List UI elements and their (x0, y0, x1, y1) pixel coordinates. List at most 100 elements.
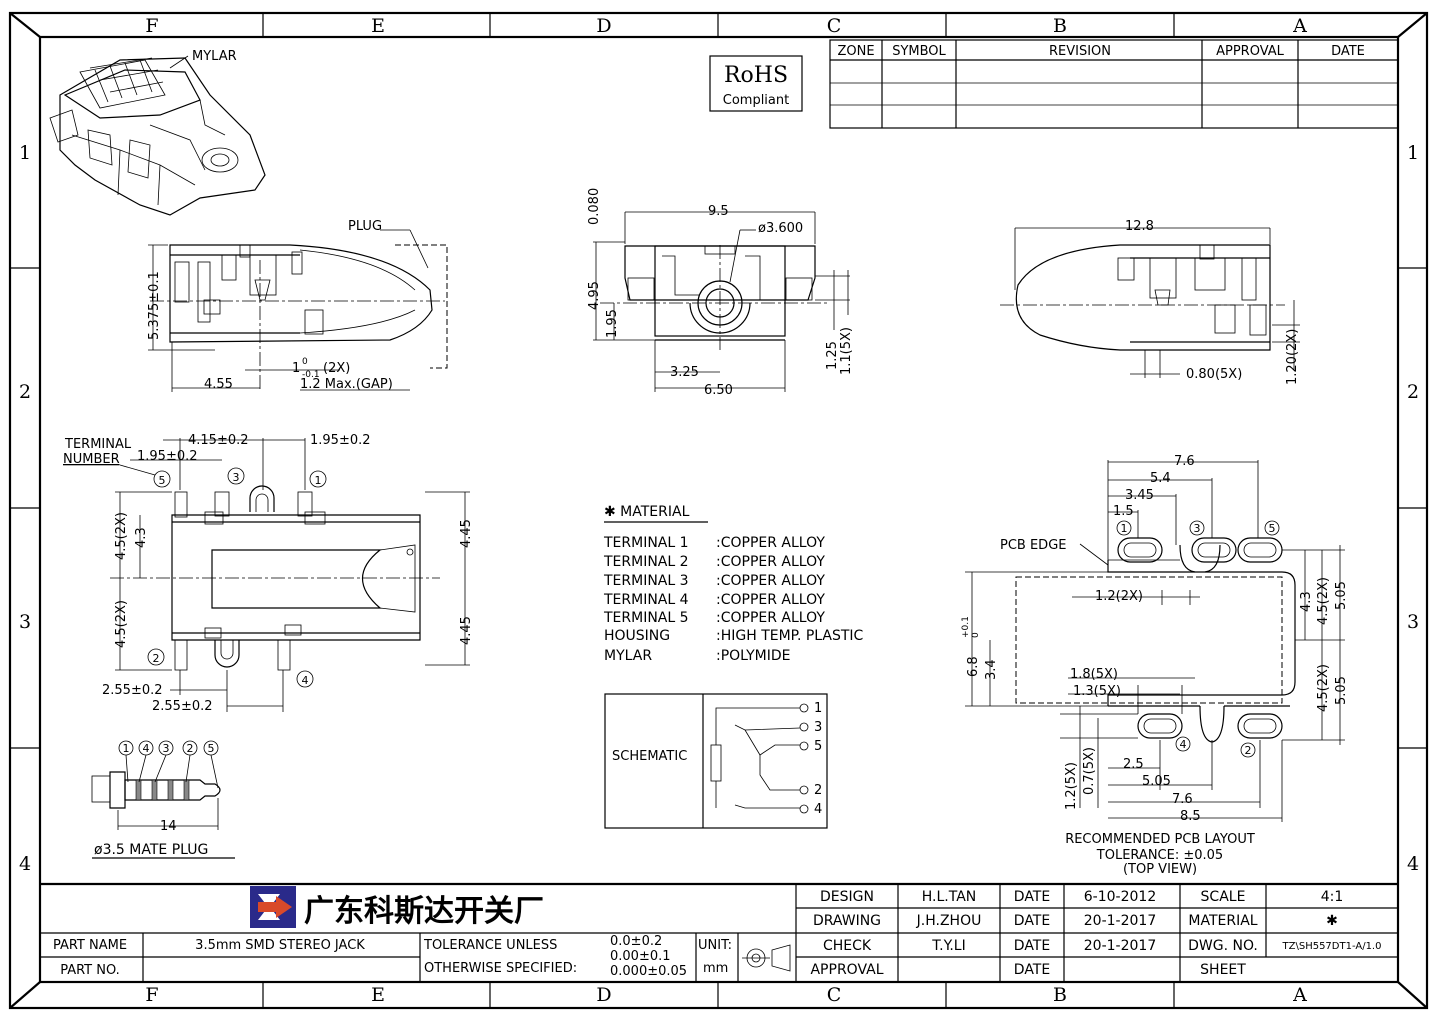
top-dim-i: 2.55±0.2 (102, 683, 163, 698)
tol-label-1: TOLERANCE UNLESS (423, 938, 557, 953)
material-label: MATERIAL (1188, 913, 1257, 929)
pcb-d-34: 3.4 (984, 659, 999, 680)
right-view: 12.8 0.80(5X) 1.20(2X) (1000, 219, 1300, 385)
plug-label: PLUG (348, 219, 382, 234)
schematic: SCHEMATIC 1 3 5 2 4 (604, 693, 828, 829)
rohs-compliant: Compliant (723, 93, 789, 108)
material-row-5-name: TERMINAL 5 (603, 610, 689, 626)
schem-pin-5: 5 (814, 739, 822, 754)
plug-pin-4: 4 (143, 742, 150, 755)
design-label: DESIGN (820, 889, 874, 905)
pcb-layout: 1 3 5 4 2 PCB EDGE 7.6 5.4 3.45 1.5 1.2(… (961, 454, 1349, 877)
pcb-pin-2: 2 (1245, 744, 1252, 757)
isometric-view: MYLAR (49, 49, 266, 216)
pcb-d-85: 8.5 (1180, 809, 1201, 824)
top-dim-e: 4.3 (134, 527, 149, 548)
pcb-d-505c: 5.05 (1142, 774, 1171, 789)
rev-header-symbol: SYMBOL (892, 44, 946, 59)
side-dim-tol-lower: -0.1 (302, 370, 320, 380)
zone-top-b: B (1053, 15, 1067, 37)
pcb-pin-3: 3 (1194, 522, 1201, 535)
date-label-3: DATE (1014, 938, 1050, 954)
pcb-d-45b: 4.5(2X) (1316, 664, 1331, 712)
top-view: 5 3 1 2 4 TERMINAL NUMBER 4.15±0.2 1.95±… (63, 433, 474, 714)
material-row-2-value: :COPPER ALLOY (716, 554, 825, 570)
sheet-frame (8, 11, 1429, 1010)
zone-bottom-b: B (1053, 984, 1067, 1006)
top-pin-2: 2 (153, 652, 160, 665)
material-row-4-value: :COPPER ALLOY (716, 592, 825, 608)
pcb-d-12-5x: 1.2(5X) (1064, 762, 1079, 810)
pcb-d-505a: 5.05 (1334, 581, 1349, 610)
pcb-d-76: 7.6 (1174, 454, 1195, 469)
zone-bottom-a: A (1292, 984, 1307, 1006)
zone-right-2: 2 (1407, 381, 1419, 403)
front-dim-hole: ø3.600 (758, 221, 803, 236)
pcb-d-07: 0.7(5X) (1082, 747, 1097, 795)
pcb-pin-4: 4 (1180, 738, 1187, 751)
pcb-d-13: 1.3(5X) (1073, 684, 1121, 699)
front-dim-r2: 1.1(5X) (839, 327, 854, 375)
material-row-7-value: :POLYMIDE (716, 648, 791, 664)
zone-bottom-f: F (145, 984, 158, 1006)
scale-label: SCALE (1201, 889, 1246, 905)
pcb-d-68-tol-upper: +0.1 (961, 616, 971, 638)
zone-left-4: 4 (19, 853, 31, 875)
front-view: 9.5 ø3.600 0.080 4.95 1.95 6.50 3.25 1.2… (587, 188, 854, 398)
side-dim-tol-suffix: (2X) (323, 361, 350, 376)
pcb-caption-1: RECOMMENDED PCB LAYOUT (1065, 832, 1255, 847)
pcb-caption-2: TOLERANCE: ±0.05 (1096, 848, 1223, 863)
date-value-1: 6-10-2012 (1084, 889, 1156, 905)
front-dim-base: 6.50 (704, 383, 733, 398)
date-label-2: DATE (1014, 913, 1050, 929)
side-dim-tol-main: 1 (292, 361, 300, 376)
material-row-5-value: :COPPER ALLOY (716, 610, 825, 626)
schem-pin-4: 4 (814, 802, 822, 817)
pcb-d-15: 1.5 (1113, 504, 1134, 519)
zone-top-f: F (145, 15, 158, 37)
zone-bottom-c: C (827, 984, 842, 1006)
top-dim-a: 4.15±0.2 (188, 433, 249, 448)
rev-header-zone: ZONE (837, 44, 874, 59)
terminal-label-1: TERMINAL (64, 437, 132, 452)
pcb-d-76b: 7.6 (1172, 792, 1193, 807)
schem-pin-3: 3 (814, 720, 822, 735)
part-name-label: PART NAME (53, 938, 127, 953)
unit-label: UNIT: (698, 938, 732, 953)
front-dim-r1: 1.25 (825, 341, 840, 370)
zone-top-d: D (596, 15, 611, 37)
top-dim-b: 1.95±0.2 (137, 449, 198, 464)
tol-3: 0.000±0.05 (610, 964, 687, 979)
pcb-d-45a: 4.5(2X) (1316, 577, 1331, 625)
side-dim-tol-upper: 0 (302, 357, 308, 367)
material-row-6-name: HOUSING (604, 628, 670, 644)
company-logo (250, 886, 296, 928)
zone-bottom-e: E (371, 984, 385, 1006)
front-dim-top: 0.080 (587, 188, 602, 225)
top-pin-3: 3 (233, 471, 240, 484)
pcb-caption-3: (TOP VIEW) (1123, 862, 1197, 877)
material-list: ✱ MATERIAL TERMINAL 1 :COPPER ALLOY TERM… (603, 504, 864, 664)
dwg-label: DWG. NO. (1188, 938, 1258, 954)
company-name: 广东科斯达开关厂 (304, 894, 544, 929)
plug-pin-2: 2 (187, 742, 194, 755)
material-row-6-value: :HIGH TEMP. PLASTIC (716, 628, 864, 644)
top-dim-c: 1.95±0.2 (310, 433, 371, 448)
plug-pin-1: 1 (123, 742, 130, 755)
top-pin-1: 1 (315, 474, 322, 487)
projection-icon (742, 944, 791, 972)
pcb-edge-label: PCB EDGE (1000, 538, 1066, 553)
scale-value: 4:1 (1321, 889, 1344, 905)
right-dim-length: 12.8 (1125, 219, 1154, 234)
front-dim-width: 9.5 (708, 204, 729, 219)
material-row-7-name: MYLAR (604, 648, 652, 664)
date-value-2: 20-1-2017 (1084, 913, 1156, 929)
right-dim-pin: 0.80(5X) (1186, 367, 1242, 382)
pcb-d-25: 2.5 (1123, 757, 1144, 772)
tol-1: 0.0±0.2 (610, 934, 662, 949)
rohs-text: RoHS (724, 63, 788, 88)
pcb-d-43: 4.3 (1299, 591, 1314, 612)
top-dim-j: 2.55±0.2 (152, 699, 213, 714)
pcb-d-345: 3.45 (1125, 488, 1154, 503)
top-dim-g: 4.45 (459, 519, 474, 548)
